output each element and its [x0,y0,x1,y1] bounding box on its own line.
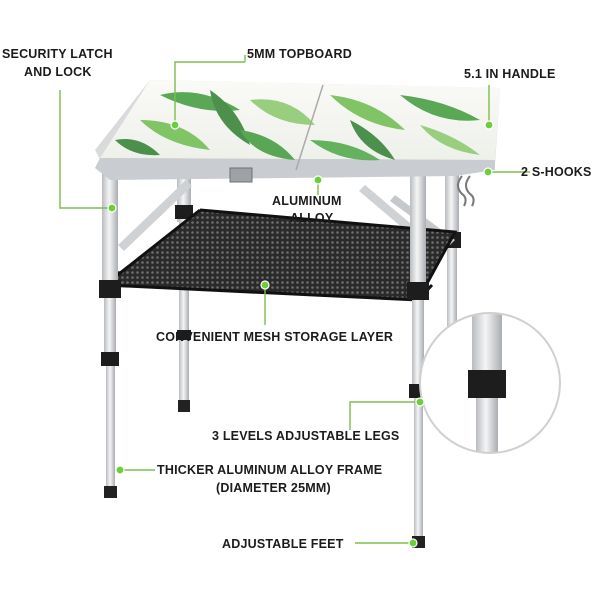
label-and-lock: AND LOCK [24,65,92,79]
leg-zoom-detail [419,312,561,454]
label-aluminum: ALUMINUM [272,194,342,208]
s-hook [457,175,467,207]
label-mesh-layer: CONVENIENT MESH STORAGE LAYER [156,330,394,344]
security-latch [229,167,253,183]
label-alloy: ALLOY [290,211,334,225]
label-s-hooks: 2 S-HOOKS [521,165,592,179]
label-adjustable-legs: 3 LEVELS ADJUSTABLE LEGS [212,429,400,443]
label-handle: 5.1 IN HANDLE [464,67,556,81]
s-hook [465,175,475,207]
markers [107,120,494,548]
leaf-print [115,90,480,161]
label-topboard: 5MM TOPBOARD [247,47,352,61]
label-adjustable-feet: ADJUSTABLE FEET [222,537,344,551]
back-left-leg [175,172,193,412]
label-frame: THICKER ALUMINUM ALLOY FRAME [157,463,383,477]
label-security-latch: SECURITY LATCH [2,47,113,61]
label-frame-diameter: (DIAMETER 25MM) [216,481,331,495]
table-top [95,80,500,207]
leader-lines [59,55,530,544]
front-left-leg [99,172,121,498]
